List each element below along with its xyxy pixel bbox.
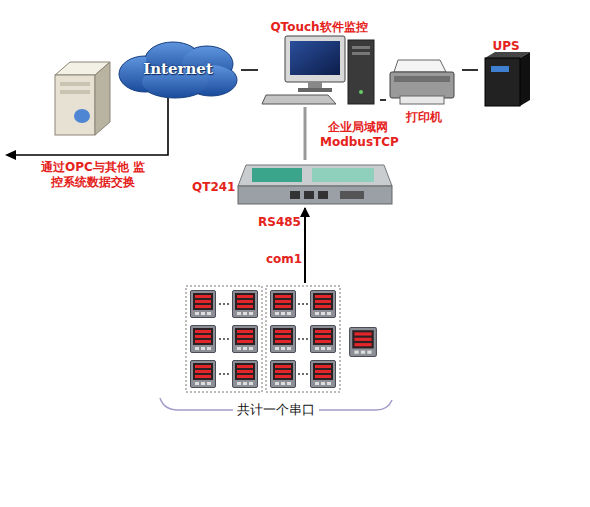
ups: UPS [478, 36, 534, 108]
meter-array [186, 286, 376, 392]
node-label: QTouch软件监控 [270, 20, 367, 34]
ups-icon [485, 52, 530, 106]
node-label: 打印机 [406, 110, 442, 124]
server-icon [55, 62, 110, 135]
node-label: Internet [143, 60, 213, 78]
port-label: com1 [266, 252, 302, 267]
monitor-pc: QTouch软件监控 [258, 15, 380, 107]
note-text: 通过OPC与其他 监控系统数据交换 [38, 160, 148, 190]
connector [462, 69, 478, 71]
node-label: UPS [492, 39, 519, 53]
printer: 打印机 [386, 55, 462, 123]
connector [380, 99, 386, 101]
node-label: 共计一个串口 [233, 401, 319, 419]
port-label: RS485 [258, 215, 301, 230]
internet-cloud: Internet [115, 38, 241, 100]
connector [304, 208, 306, 283]
gateway-qt241: QT241 [190, 160, 392, 208]
connector [304, 107, 307, 160]
node-label: QT241 [192, 180, 235, 194]
gateway-device [238, 165, 392, 204]
printer-icon [390, 60, 454, 104]
meter-group: 共计一个串口 [160, 283, 392, 417]
computer-icon [262, 36, 374, 104]
edge-label: 企业局域网 ModbusTCP [320, 120, 396, 150]
connector [241, 69, 258, 71]
opc-link [5, 98, 168, 160]
